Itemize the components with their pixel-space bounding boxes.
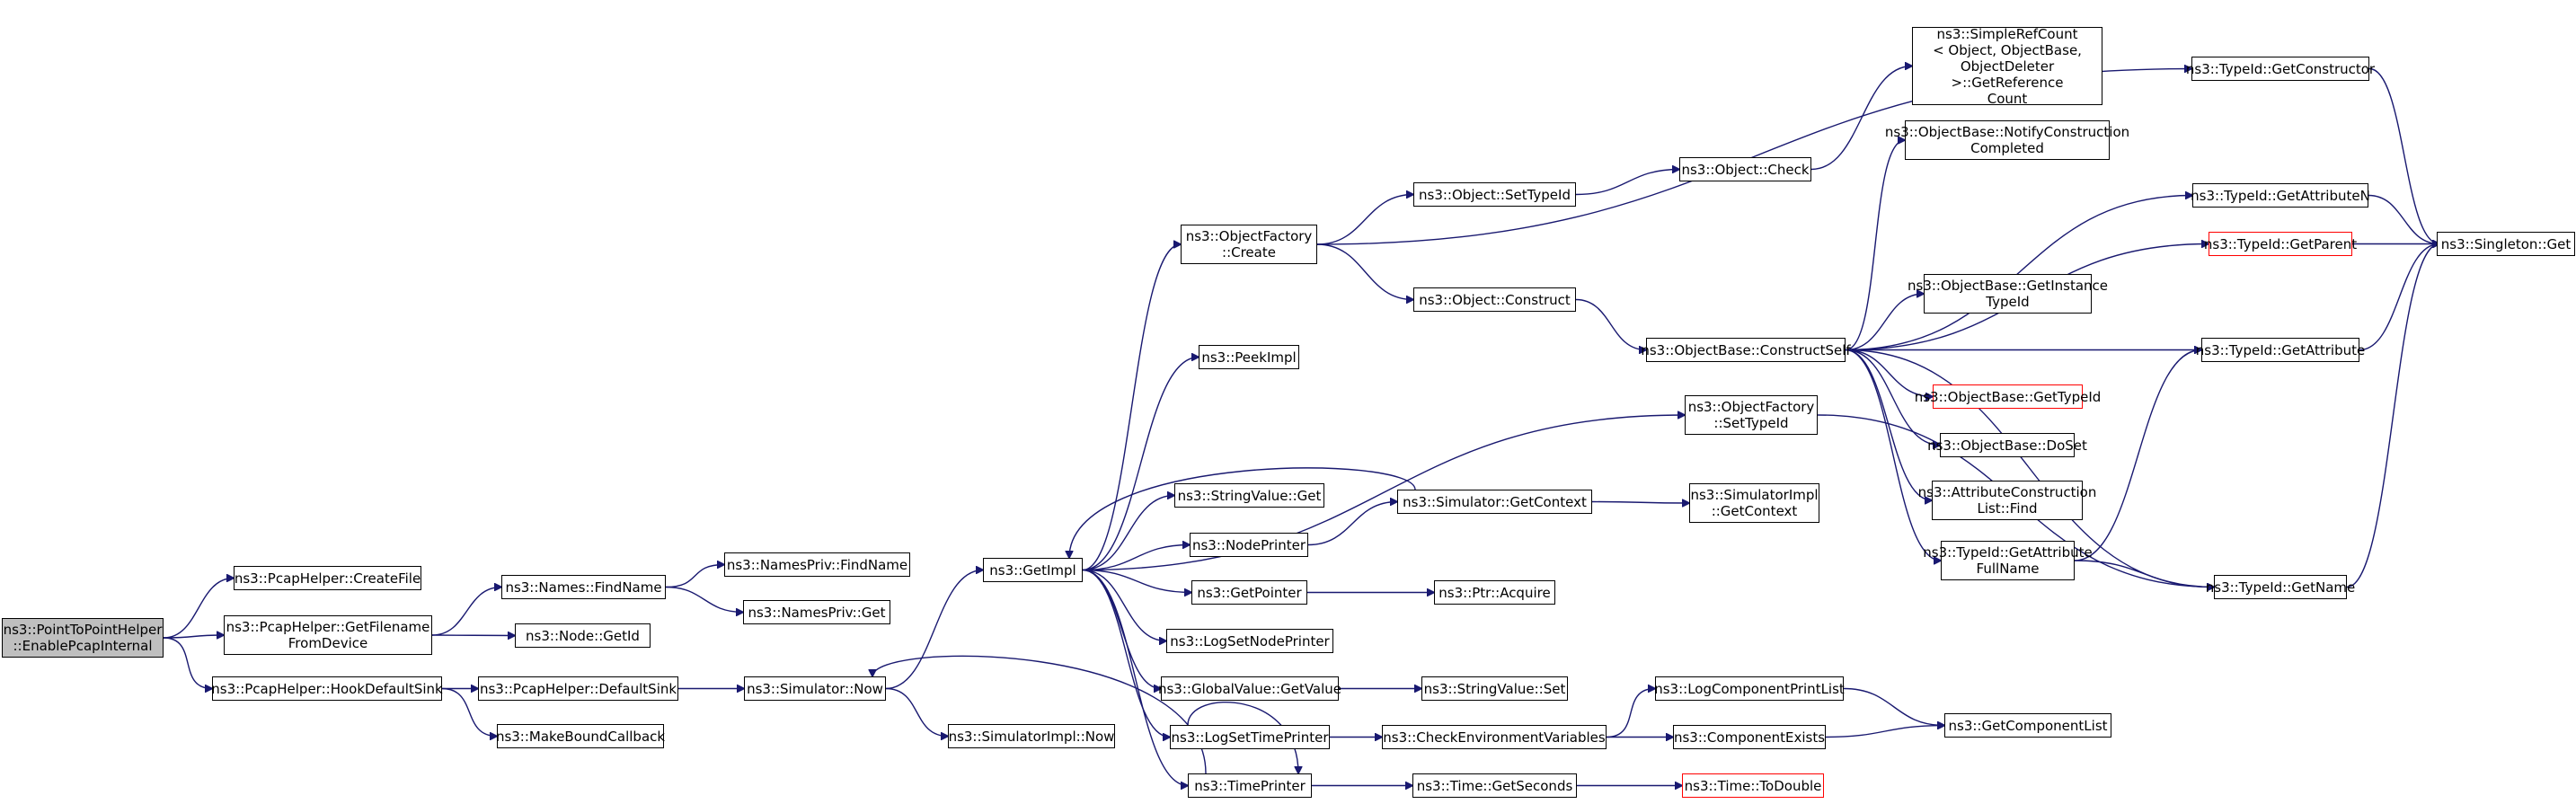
edge-getimpl-to-logsettimeprinter [1082,569,1170,738]
edge-simulator-getcontext-to-getimpl [1069,467,1416,558]
edge-typeid-getattributen-to-singleton-get [2368,194,2439,244]
edge-objectbase-constructself-to-objectbase-getinstance-typeid [1845,294,1924,351]
node-object-construct[interactable]: ns3::Object::Construct [1413,287,1576,312]
edge-object-settypeid-to-object-check [1575,170,1679,196]
edge-pointtopointhelper-enablepcapinternal-to-pcaphelper-createfile [163,579,234,639]
edge-getimpl-to-logsetnodeprinter [1082,569,1166,641]
edge-getimpl-to-objectfactory-create [1082,244,1181,571]
node-objectfactory-create[interactable]: ns3::ObjectFactory ::Create [1181,225,1317,264]
edge-pointtopointhelper-enablepcapinternal-to-pcaphelper-hookdefaultsink [163,637,212,689]
node-pcaphelper-defaultsink[interactable]: ns3::PcapHelper::DefaultSink [478,676,678,701]
node-globalvalue-getvalue[interactable]: ns3::GlobalValue::GetValue [1158,676,1341,701]
edge-names-findname-to-namespriv-findname [665,565,724,588]
node-objectbase-getinstance-typeid[interactable]: ns3::ObjectBase::GetInstance TypeId [1908,274,2108,314]
node-nodeprinter[interactable]: ns3::NodePrinter [1190,533,1308,557]
edge-typeid-getname-to-singleton-get [2346,244,2439,588]
edge-objectbase-constructself-to-typeid-getattribute-fullname [1845,349,1941,561]
edge-pcaphelper-getfilename-fromdevice-to-names-findname [431,588,501,636]
node-logsetnodeprinter[interactable]: ns3::LogSetNodePrinter [1166,629,1333,653]
edge-pointtopointhelper-enablepcapinternal-to-pcaphelper-getfilename-fromdevice [163,635,224,638]
edge-objectfactory-create-to-object-construct [1316,243,1413,300]
node-object-check[interactable]: ns3::Object::Check [1679,157,1811,181]
edge-componentexists-to-getcomponentlist [1825,726,1944,738]
node-pcaphelper-createfile[interactable]: ns3::PcapHelper::CreateFile [234,566,421,590]
edge-pcaphelper-hookdefaultsink-to-makeboundcallback [441,687,497,737]
node-typeid-getattribute-fullname[interactable]: ns3::TypeId::GetAttribute FullName [1923,541,2093,580]
node-simplerefcount-object-objectbase-objectdeleter-getreference-count[interactable]: ns3::SimpleRefCount < Object, ObjectBase… [1912,26,2102,107]
edge-object-check-to-simplerefcount-object-objectbase-objectdeleter-getreference-count [1810,66,1912,171]
node-typeid-getparent[interactable]: ns3::TypeId::GetParent [2204,232,2357,256]
edge-getimpl-to-objectfactory-settypeid [1082,415,1685,571]
edge-simulator-getcontext-to-simulatorimpl-getcontext [1591,502,1689,504]
node-node-getid[interactable]: ns3::Node::GetId [515,623,651,648]
node-typeid-getname[interactable]: ns3::TypeId::GetName [2206,575,2355,599]
node-singleton-get[interactable]: ns3::Singleton::Get [2437,232,2575,256]
node-time-todouble[interactable]: ns3::Time::ToDouble [1682,773,1824,798]
edge-getimpl-to-globalvalue-getvalue [1082,569,1161,689]
node-attributeconstruction-list-find[interactable]: ns3::AttributeConstruction List::Find [1918,481,2096,520]
node-checkenvironmentvariables[interactable]: ns3::CheckEnvironmentVariables [1382,725,1607,749]
edge-getimpl-to-timeprinter [1082,569,1188,786]
edge-simulator-now-to-simulatorimpl-now [885,687,948,737]
node-stringvalue-set[interactable]: ns3::StringValue::Set [1421,676,1568,701]
node-typeid-getconstructor[interactable]: ns3::TypeId::GetConstructor [2186,57,2375,81]
node-time-getseconds[interactable]: ns3::Time::GetSeconds [1412,773,1577,798]
edge-object-construct-to-objectbase-constructself [1575,298,1646,350]
node-objectfactory-settypeid[interactable]: ns3::ObjectFactory ::SetTypeId [1685,395,1818,435]
node-objectbase-constructself[interactable]: ns3::ObjectBase::ConstructSelf [1641,338,1851,362]
edge-simulator-now-to-getimpl [885,570,983,690]
node-makeboundcallback[interactable]: ns3::MakeBoundCallback [496,724,665,748]
edge-objectbase-constructself-to-typeid-getattributen [1845,196,2192,351]
edge-typeid-getconstructor-to-singleton-get [2368,67,2439,244]
edge-objectfactory-create-to-object-settypeid [1316,195,1413,245]
node-ptr-acquire[interactable]: ns3::Ptr::Acquire [1434,580,1555,605]
node-simulatorimpl-now[interactable]: ns3::SimulatorImpl::Now [948,724,1115,748]
node-objectbase-gettypeid[interactable]: ns3::ObjectBase::GetTypeId [1915,384,2101,409]
edge-names-findname-to-namespriv-get [665,586,743,613]
edge-getimpl-to-peekimpl [1082,358,1199,571]
edge-pcaphelper-getfilename-fromdevice-to-node-getid [431,635,515,636]
edge-objectbase-constructself-to-objectbase-gettypeid [1845,349,1933,397]
node-names-findname[interactable]: ns3::Names::FindName [501,575,666,599]
node-logsettimeprinter[interactable]: ns3::LogSetTimePrinter [1170,725,1330,749]
node-typeid-getattributen[interactable]: ns3::TypeId::GetAttributeN [2191,183,2370,208]
node-namespriv-get[interactable]: ns3::NamesPriv::Get [743,600,890,624]
node-pcaphelper-getfilename-fromdevice[interactable]: ns3::PcapHelper::GetFilename FromDevice [224,615,432,655]
node-pcaphelper-hookdefaultsink[interactable]: ns3::PcapHelper::HookDefaultSink [211,676,443,701]
node-typeid-getattribute[interactable]: ns3::TypeId::GetAttribute [2196,338,2365,362]
node-getimpl[interactable]: ns3::GetImpl [983,558,1083,582]
node-objectbase-notifyconstruction-completed[interactable]: ns3::ObjectBase::NotifyConstruction Comp… [1885,120,2129,160]
edge-typeid-getattribute-fullname-to-typeid-getattribute [2074,350,2201,561]
node-namespriv-findname[interactable]: ns3::NamesPriv::FindName [724,552,910,577]
edge-checkenvironmentvariables-to-logcomponentprintlist [1606,689,1655,738]
edge-objectbase-constructself-to-objectbase-doset [1845,349,1940,446]
node-simulator-getcontext[interactable]: ns3::Simulator::GetContext [1397,490,1592,514]
edge-getimpl-to-nodeprinter [1082,545,1190,571]
node-pointtopointhelper-enablepcapinternal[interactable]: ns3::PointToPointHelper ::EnablePcapInte… [2,618,164,658]
node-simulator-now[interactable]: ns3::Simulator::Now [744,676,886,701]
edge-typeid-getattribute-to-singleton-get [2359,244,2439,351]
node-objectbase-doset[interactable]: ns3::ObjectBase::DoSet [1927,433,2087,457]
node-stringvalue-get[interactable]: ns3::StringValue::Get [1174,483,1324,508]
edge-typeid-getattribute-fullname-to-typeid-getname [2074,560,2214,588]
edge-objectbase-constructself-to-objectbase-notifyconstruction-completed [1845,140,1905,351]
edge-getimpl-to-stringvalue-get [1082,496,1174,571]
edge-getimpl-to-getpointer [1082,569,1191,593]
node-getcomponentlist[interactable]: ns3::GetComponentList [1944,713,2111,738]
node-getpointer[interactable]: ns3::GetPointer [1191,580,1307,605]
node-timeprinter[interactable]: ns3::TimePrinter [1188,773,1312,798]
edge-logcomponentprintlist-to-getcomponentlist [1843,687,1944,726]
node-logcomponentprintlist[interactable]: ns3::LogComponentPrintList [1654,676,1845,701]
node-peekimpl[interactable]: ns3::PeekImpl [1199,345,1299,369]
edge-nodeprinter-to-simulator-getcontext [1307,502,1397,546]
edge-timeprinter-to-simulator-now [872,655,1207,774]
node-simulatorimpl-getcontext[interactable]: ns3::SimulatorImpl ::GetContext [1689,483,1819,523]
node-object-settypeid[interactable]: ns3::Object::SetTypeId [1413,182,1576,207]
node-componentexists[interactable]: ns3::ComponentExists [1673,725,1826,749]
